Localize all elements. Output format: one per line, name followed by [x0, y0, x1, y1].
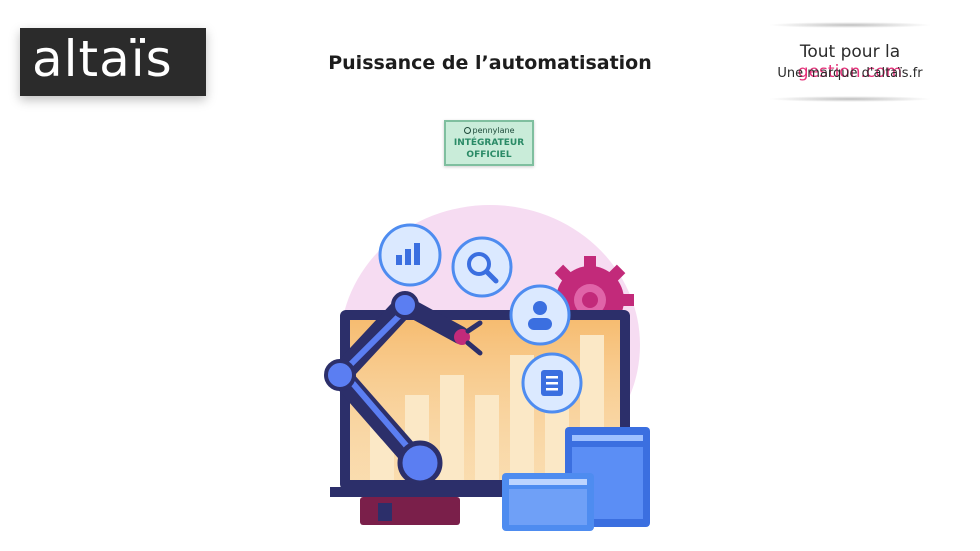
brand-tagline-prefix: Tout pour la: [799, 42, 901, 62]
document-list-icon: [521, 352, 583, 414]
brand-tagline-accent: gestion.com: [797, 62, 903, 82]
user-icon: [509, 284, 571, 346]
pennylane-icon: [463, 127, 471, 134]
badge-brand-label: pennylane: [472, 126, 515, 135]
brand-shadow-top: [768, 22, 932, 28]
app-window-back: [565, 427, 650, 527]
brand-logo[interactable]: Tout pour la gestion.com Une marque d'al…: [758, 22, 942, 102]
altais-logo[interactable]: altaïs: [20, 28, 206, 96]
logo-wordmark: altaïs: [32, 30, 173, 88]
brand-shadow-bottom: [768, 96, 932, 102]
bar-chart-icon: [378, 223, 442, 287]
robot-arm: [324, 291, 483, 486]
badge-line-2: OFFICIEL: [466, 150, 512, 160]
automation-illustration: [320, 195, 660, 535]
brand-tagline: Tout pour la gestion.com: [758, 42, 942, 82]
illustration-svg: [324, 205, 650, 531]
badge-brand: pennylane: [446, 126, 532, 135]
app-window-front: [502, 473, 594, 531]
page-title: Puissance de l’automatisation: [328, 52, 652, 74]
badge-line-1: INTÉGRATEUR: [453, 138, 525, 148]
pennylane-badge: pennylane INTÉGRATEUR OFFICIEL: [444, 120, 534, 166]
search-icon: [451, 236, 513, 298]
brand-subtitle: Une marque d'altaïs.fr: [777, 66, 923, 81]
